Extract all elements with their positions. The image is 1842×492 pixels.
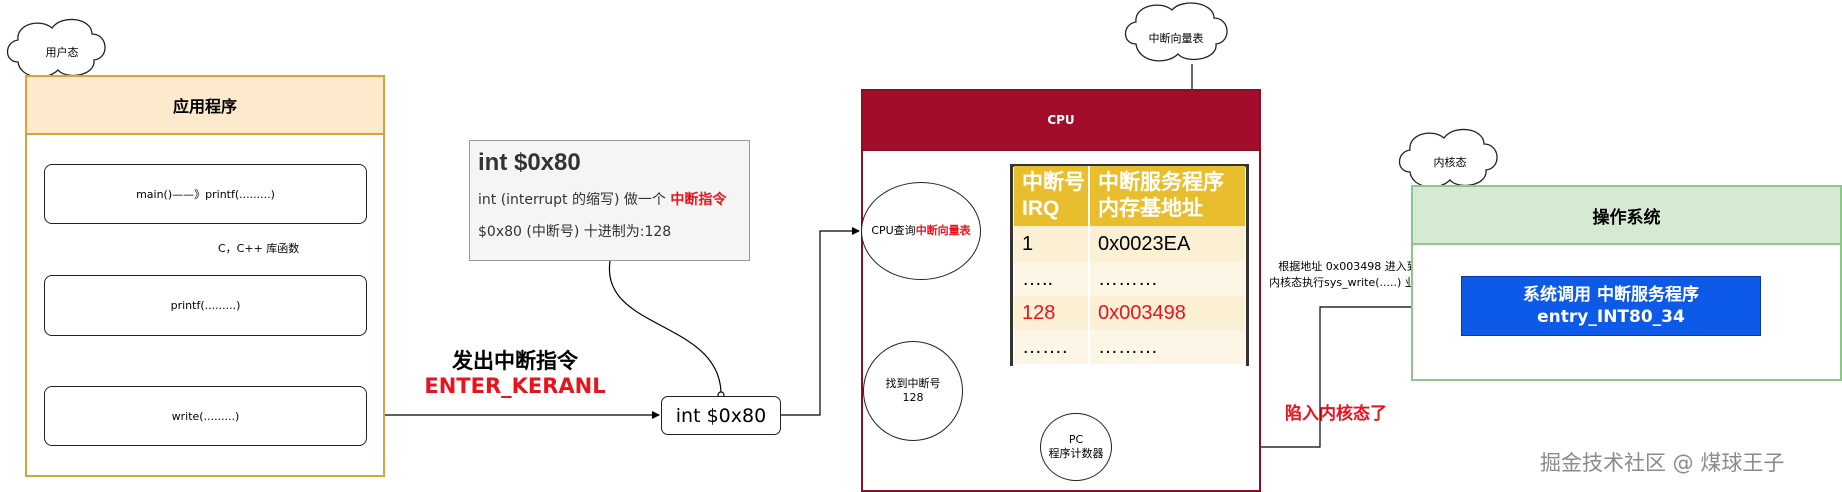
- irq-header-col1-line2: IRQ: [1022, 197, 1060, 220]
- irq-cell: …..: [1014, 262, 1090, 296]
- pc-node: PC 程序计数器: [1040, 413, 1112, 481]
- cloud-user-mode: 用户态: [45, 46, 79, 59]
- flow-step-main: main()——》printf(.........): [44, 164, 367, 224]
- table-row: 128 0x003498: [1014, 296, 1245, 330]
- irq-table-frame: [1010, 164, 1249, 366]
- interrupt-label-line1: 发出中断指令: [452, 349, 578, 373]
- cpu-found-line1: 找到中断号: [885, 376, 941, 390]
- irq-header-col2-line1: 中断服务程序: [1098, 171, 1224, 194]
- addr-cell: ………: [1089, 330, 1245, 364]
- int-instruction-box: int $0x80: [661, 396, 781, 435]
- irq-table: 中断号 IRQ 中断服务程序内存基地址 1 0x0023EA ….. ……… 12…: [1014, 166, 1245, 364]
- addr-cell: 0x003498: [1089, 296, 1245, 330]
- table-row: ……. ………: [1014, 330, 1245, 364]
- cpu-query-highlight: 中断向量表: [915, 223, 971, 237]
- cpu-found-line2: 128: [902, 391, 924, 404]
- syscall-line1: 系统调用 中断服务程序: [1523, 285, 1699, 305]
- irq-header-col2: 中断服务程序内存基地址: [1089, 166, 1245, 226]
- irq-header-col1: 中断号 IRQ: [1014, 166, 1090, 226]
- flow-step-write: write(.........): [44, 386, 367, 446]
- address-note-line1: 根据地址 0x003498 进入到: [1278, 260, 1418, 273]
- cpu-title: CPU: [861, 89, 1261, 151]
- interrupt-label: 发出中断指令 ENTER_KERANL: [400, 349, 630, 399]
- pc-line2: 程序计数器: [1048, 447, 1104, 460]
- note-line-1: int (interrupt 的缩写) 做一个 中断指令: [478, 189, 741, 209]
- cpu-query-text: CPU查询: [871, 223, 916, 237]
- table-row: ….. ………: [1014, 262, 1245, 296]
- note-line1-highlight: 中断指令: [670, 192, 727, 208]
- note-line-2: $0x80 (中断号) 十进制为:128: [478, 224, 672, 240]
- irq-header-col2-line2: 内存基地址: [1098, 197, 1203, 220]
- note-title: int $0x80: [478, 149, 581, 176]
- note-line1-text: int (interrupt 的缩写) 做一个: [478, 192, 671, 208]
- cloud-kernel-mode: 内核态: [1433, 156, 1467, 169]
- address-note-line2: 内核态执行sys_write(.....) 业务: [1269, 276, 1427, 289]
- interrupt-label-line2: ENTER_KERANL: [424, 374, 606, 399]
- irq-cell: 128: [1014, 296, 1090, 330]
- pc-line1: PC: [1068, 432, 1084, 446]
- syscall-line2: entry_INT80_34: [1537, 307, 1685, 327]
- flow-step-printf: printf(.........): [44, 275, 367, 336]
- cloud-shape-user-mode: [6, 18, 106, 78]
- cpu-found-node: 找到中断号 128: [863, 341, 963, 441]
- cpu-query-node: CPU查询中断向量表: [861, 182, 981, 280]
- irq-cell: …….: [1014, 330, 1090, 364]
- trap-label: 陷入内核态了: [1285, 404, 1387, 424]
- syscall-box: 系统调用 中断服务程序 entry_INT80_34: [1461, 276, 1761, 336]
- addr-cell: ………: [1089, 262, 1245, 296]
- app-title: 应用程序: [25, 75, 385, 135]
- lib-label: C，C++ 库函数: [218, 242, 300, 255]
- arrow-int-to-cpu: [781, 227, 860, 416]
- watermark: 掘金技术社区 @ 煤球王子: [1540, 451, 1785, 475]
- cloud-vector-table: 中断向量表: [1148, 32, 1204, 45]
- irq-header-row: 中断号 IRQ 中断服务程序内存基地址: [1014, 166, 1245, 226]
- addr-cell: 0x0023EA: [1089, 226, 1245, 262]
- irq-header-col1-line1: 中断号: [1022, 171, 1085, 194]
- os-title: 操作系统: [1411, 185, 1842, 245]
- address-note: 根据地址 0x003498 进入到 内核态执行sys_write(.....) …: [1258, 259, 1438, 291]
- int-note-card: int $0x80 int (interrupt 的缩写) 做一个 中断指令 $…: [469, 140, 750, 261]
- cloud-shape-kernel-mode: [1398, 128, 1498, 188]
- cloud-shape-vector-table: [1124, 2, 1228, 62]
- table-row: 1 0x0023EA: [1014, 226, 1245, 262]
- note-link-curve: [608, 260, 722, 393]
- irq-cell: 1: [1014, 226, 1090, 262]
